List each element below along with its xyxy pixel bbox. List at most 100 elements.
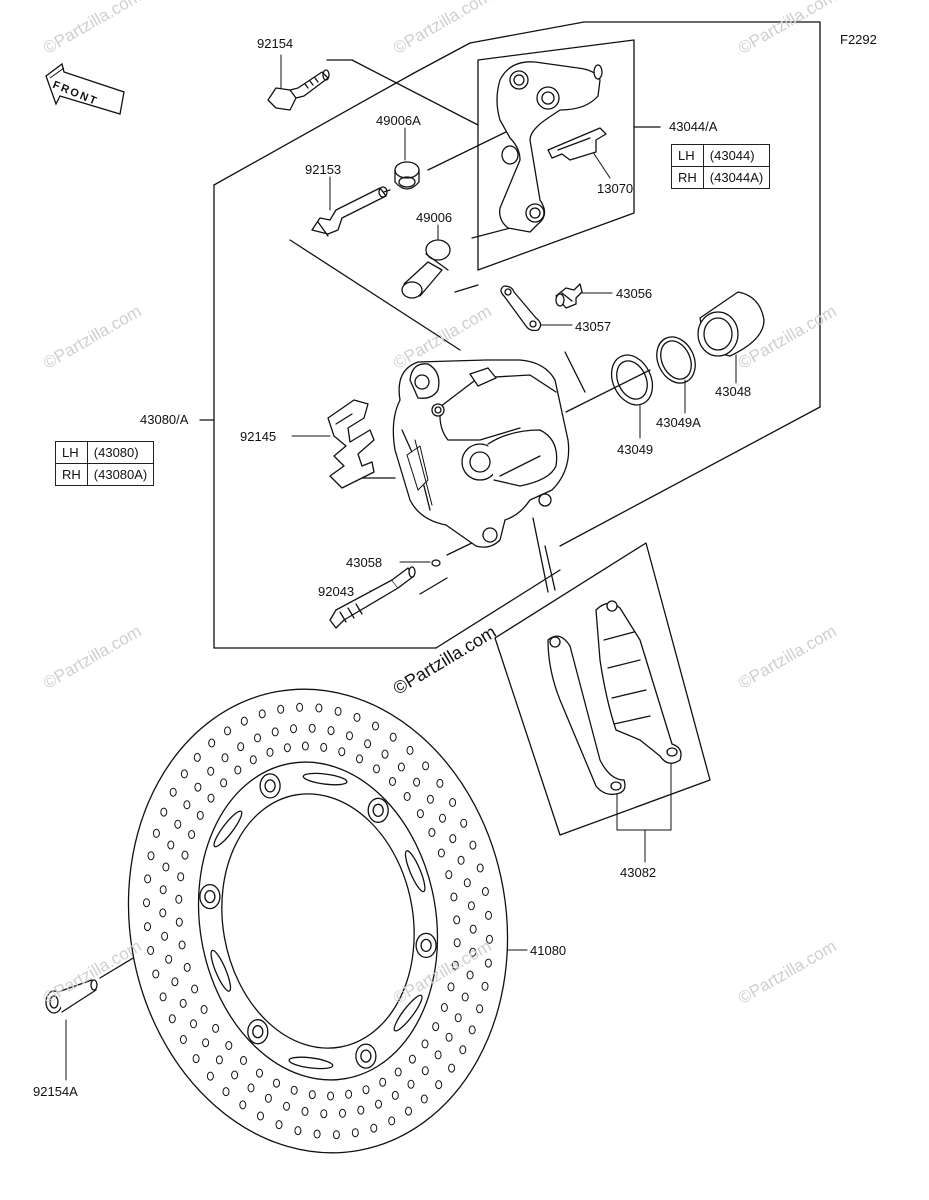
bracket-side-table: LH (43044) RH (43044A) <box>671 144 771 189</box>
label-43058[interactable]: 43058 <box>346 555 383 570</box>
label-43080a[interactable]: 43080/A <box>140 412 189 427</box>
disc-hole <box>237 742 245 752</box>
disc-hole <box>413 777 421 787</box>
disc-slot <box>288 1056 334 1070</box>
disc-hole <box>372 721 379 731</box>
disc-hole <box>373 764 380 774</box>
disc-hole <box>275 1120 283 1130</box>
label-41080[interactable]: 41080 <box>530 943 567 958</box>
disc-hole <box>370 1123 378 1133</box>
bolt-92154 <box>267 69 330 111</box>
bolt-92154a <box>45 979 98 1014</box>
pin-92043 <box>329 566 416 629</box>
disc-hole <box>239 1100 247 1110</box>
disc-hole <box>165 954 173 964</box>
disc-hole <box>193 752 201 762</box>
disc-hole <box>207 793 215 803</box>
seal-43049a <box>656 336 696 384</box>
disc-hole <box>256 1068 263 1078</box>
disc-hole <box>196 810 204 820</box>
disc-hole <box>220 778 228 788</box>
brake-pads-43082 <box>547 600 682 795</box>
disc-hole <box>459 1045 467 1055</box>
disc-hole <box>160 807 168 817</box>
disc-hole <box>476 863 484 873</box>
disc-hole <box>144 922 151 932</box>
disc-hole <box>451 960 459 970</box>
disc-hole <box>407 1079 415 1089</box>
disc-hole <box>168 1014 176 1024</box>
disc-hole <box>167 840 175 850</box>
disc-hole <box>332 1130 340 1140</box>
disc-rivet-center <box>252 1025 264 1039</box>
disc-hole <box>144 874 152 884</box>
disc-hole <box>421 1066 429 1076</box>
side-cell: RH <box>55 463 88 486</box>
label-92145[interactable]: 92145 <box>240 429 277 444</box>
bracket-outline <box>477 39 661 271</box>
disc-hole <box>183 800 191 810</box>
disc-slot <box>213 810 243 848</box>
plug-43058 <box>431 559 441 567</box>
label-92154a[interactable]: 92154A <box>33 1084 78 1099</box>
disc-hole <box>296 702 304 712</box>
label-92154[interactable]: 92154 <box>257 36 294 51</box>
disc-slot <box>210 949 232 992</box>
disc-hole <box>379 1077 387 1087</box>
label-49006[interactable]: 49006 <box>416 210 453 225</box>
label-43056[interactable]: 43056 <box>616 286 653 301</box>
label-43044a[interactable]: 43044/A <box>669 119 718 134</box>
disc-hole <box>159 908 167 918</box>
disc-rivet-center <box>204 889 216 904</box>
disc-hole <box>180 769 188 779</box>
disc-hole <box>225 1041 233 1050</box>
disc-hole <box>440 1003 448 1012</box>
disc-hole <box>162 862 170 872</box>
part-cell[interactable]: (43044) <box>702 144 771 167</box>
disc-hole <box>453 915 461 925</box>
cap-43057 <box>500 285 542 332</box>
disc-hole <box>388 1116 396 1126</box>
pad-spring-92145 <box>327 399 375 489</box>
disc-hole <box>315 703 323 713</box>
disc-hole <box>179 998 187 1008</box>
disc-hole <box>453 938 461 948</box>
disc-hole <box>420 1094 428 1104</box>
clip-13070 <box>547 127 607 161</box>
disc-hole <box>224 726 231 736</box>
disc-hole <box>290 1085 298 1095</box>
label-43048[interactable]: 43048 <box>715 384 752 399</box>
disc-hole <box>222 1087 230 1097</box>
disc-hole <box>301 1106 309 1116</box>
label-92153[interactable]: 92153 <box>305 162 342 177</box>
label-43049a[interactable]: 43049A <box>656 415 701 430</box>
part-cell[interactable]: (43080) <box>86 441 155 464</box>
disc-hole <box>391 1090 399 1100</box>
table-row: RH (43080A) <box>55 463 155 486</box>
label-43082[interactable]: 43082 <box>620 865 657 880</box>
disc-hole <box>476 1004 484 1014</box>
part-cell[interactable]: (43044A) <box>702 166 771 189</box>
disc-hole <box>249 755 257 765</box>
label-49006a[interactable]: 49006A <box>376 113 421 128</box>
bushing-49006a <box>394 161 420 190</box>
disc-hole <box>334 706 342 716</box>
disc-hole <box>469 924 477 934</box>
label-92043[interactable]: 92043 <box>318 584 355 599</box>
disc-hole <box>454 1013 462 1023</box>
label-43049[interactable]: 43049 <box>617 442 654 457</box>
disc-hole <box>283 743 291 753</box>
disc-hole <box>283 1101 290 1111</box>
part-cell[interactable]: (43080A) <box>86 463 155 486</box>
disc-hole <box>240 716 248 726</box>
disc-hole <box>457 855 465 865</box>
label-13070[interactable]: 13070 <box>597 181 634 196</box>
disc-hole <box>469 947 477 957</box>
figure-code: F2292 <box>840 32 877 47</box>
label-43057[interactable]: 43057 <box>575 319 612 334</box>
disc-rivet <box>199 883 221 910</box>
disc-hole <box>169 787 177 797</box>
disc-hole <box>485 910 492 920</box>
disc-rivet <box>367 797 389 823</box>
